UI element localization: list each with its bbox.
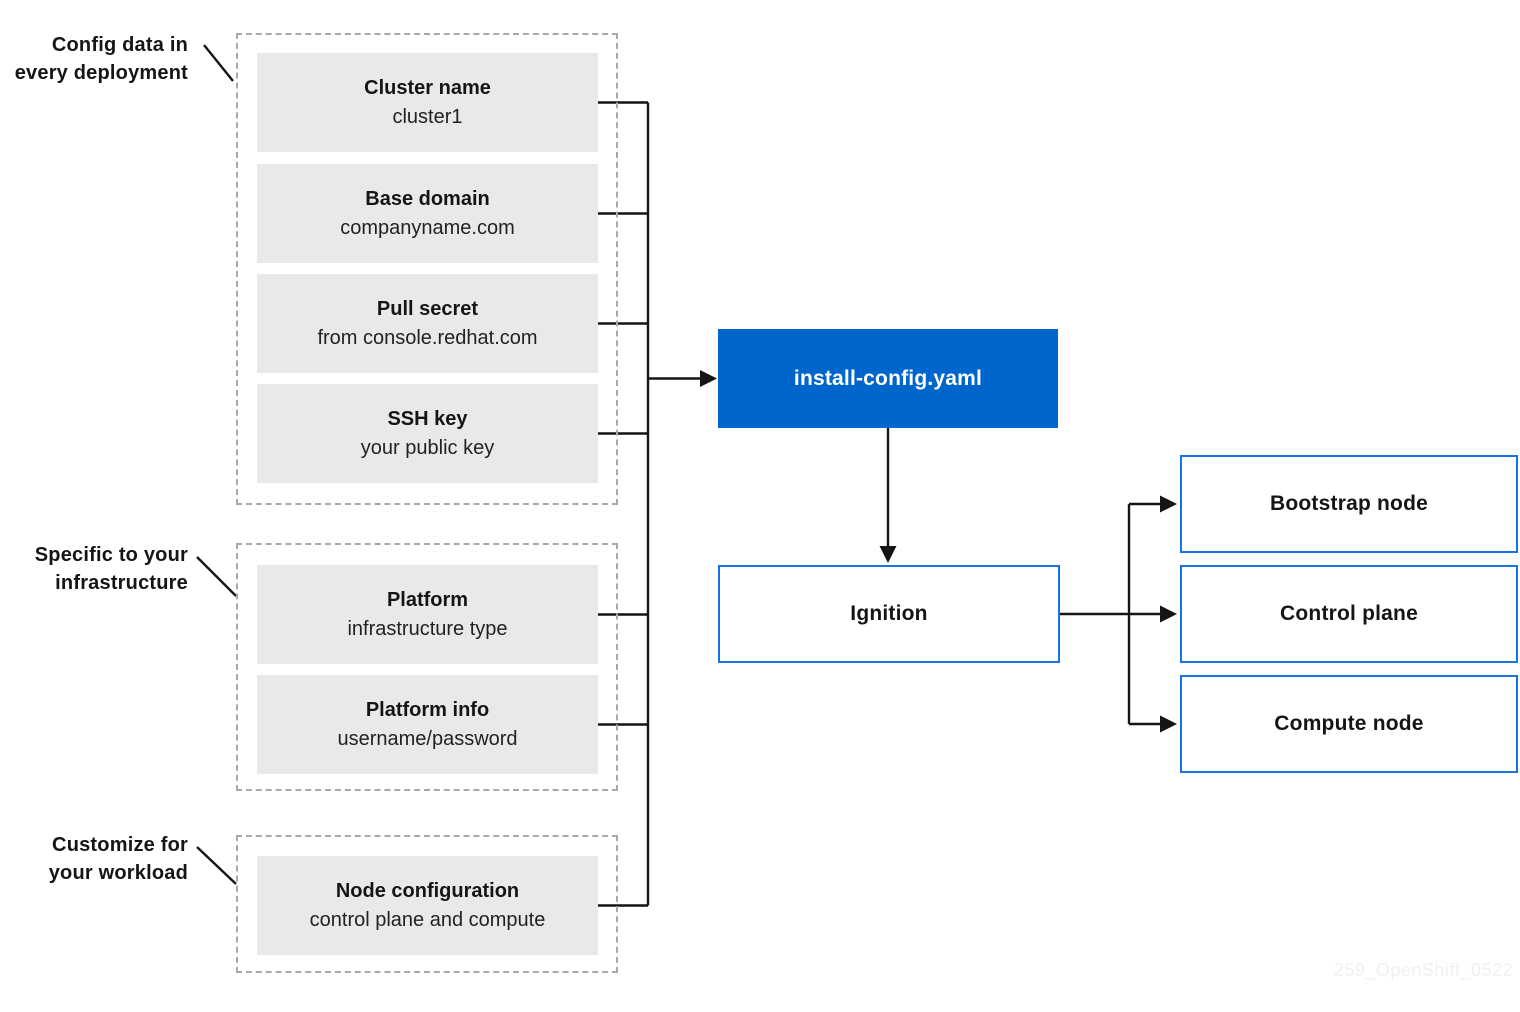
config-item-subtitle: username/password [337,727,518,750]
annotation-line: Customize for [52,834,188,856]
annotation-line: every deployment [14,62,188,84]
node-control-plane: Control plane [1180,565,1518,663]
node-label: Control plane [1280,602,1418,625]
config-item-title: Node configuration [335,879,520,902]
config-item-title: Cluster name [364,76,491,99]
config-item-cluster-name: Cluster name cluster1 [257,53,598,152]
config-item-platform-info: Platform info username/password [257,675,598,774]
config-item-subtitle: cluster1 [392,105,463,128]
tick-workload [196,846,237,885]
config-item-subtitle: your public key [360,436,495,459]
annotation-line: Config data in [51,34,188,56]
config-item-ssh-key: SSH key your public key [257,384,598,483]
annotation-line: your workload [48,862,188,884]
config-item-title: SSH key [387,407,468,430]
node-bootstrap: Bootstrap node [1180,455,1518,553]
arrowhead-bootstrap-icon [1160,495,1177,513]
config-item-pull-secret: Pull secret from console.redhat.com [257,274,598,373]
config-item-platform: Platform infrastructure type [257,565,598,664]
arrowhead-ignition-icon [879,546,897,563]
node-label: Compute node [1274,712,1424,735]
annotation-workload: Customize for your workload [2,831,188,887]
annotation-infrastructure: Specific to your infrastructure [2,541,188,597]
arrowhead-control-plane-icon [1160,605,1177,623]
ignition-label: Ignition [850,602,928,625]
config-item-subtitle: infrastructure type [347,617,508,640]
install-config-label: install-config.yaml [793,366,983,390]
config-item-title: Pull secret [376,297,479,320]
annotation-config-data: Config data in every deployment [2,31,188,87]
group-infrastructure [236,543,618,791]
config-item-node-configuration: Node configuration control plane and com… [257,856,598,955]
tick-config-data [203,44,234,82]
config-item-base-domain: Base domain companyname.com [257,164,598,263]
watermark: 259_OpenShift_0522 [1333,960,1513,980]
tick-infrastructure [196,556,237,597]
config-item-title: Platform info [365,698,490,721]
node-compute: Compute node [1180,675,1518,773]
config-item-subtitle: from console.redhat.com [317,326,538,349]
config-item-title: Base domain [365,187,490,210]
install-config-box: install-config.yaml [718,329,1058,428]
arrowhead-install-config-icon [700,370,717,387]
group-workload [236,835,618,973]
config-item-title: Platform [386,588,469,611]
ignition-box: Ignition [718,565,1060,663]
annotation-line: infrastructure [55,572,188,594]
arrowhead-compute-icon [1160,715,1177,733]
config-item-subtitle: companyname.com [340,216,515,239]
node-label: Bootstrap node [1270,492,1428,515]
annotation-line: Specific to your [34,544,188,566]
group-every-deployment [236,33,618,505]
config-item-subtitle: control plane and compute [309,908,546,931]
